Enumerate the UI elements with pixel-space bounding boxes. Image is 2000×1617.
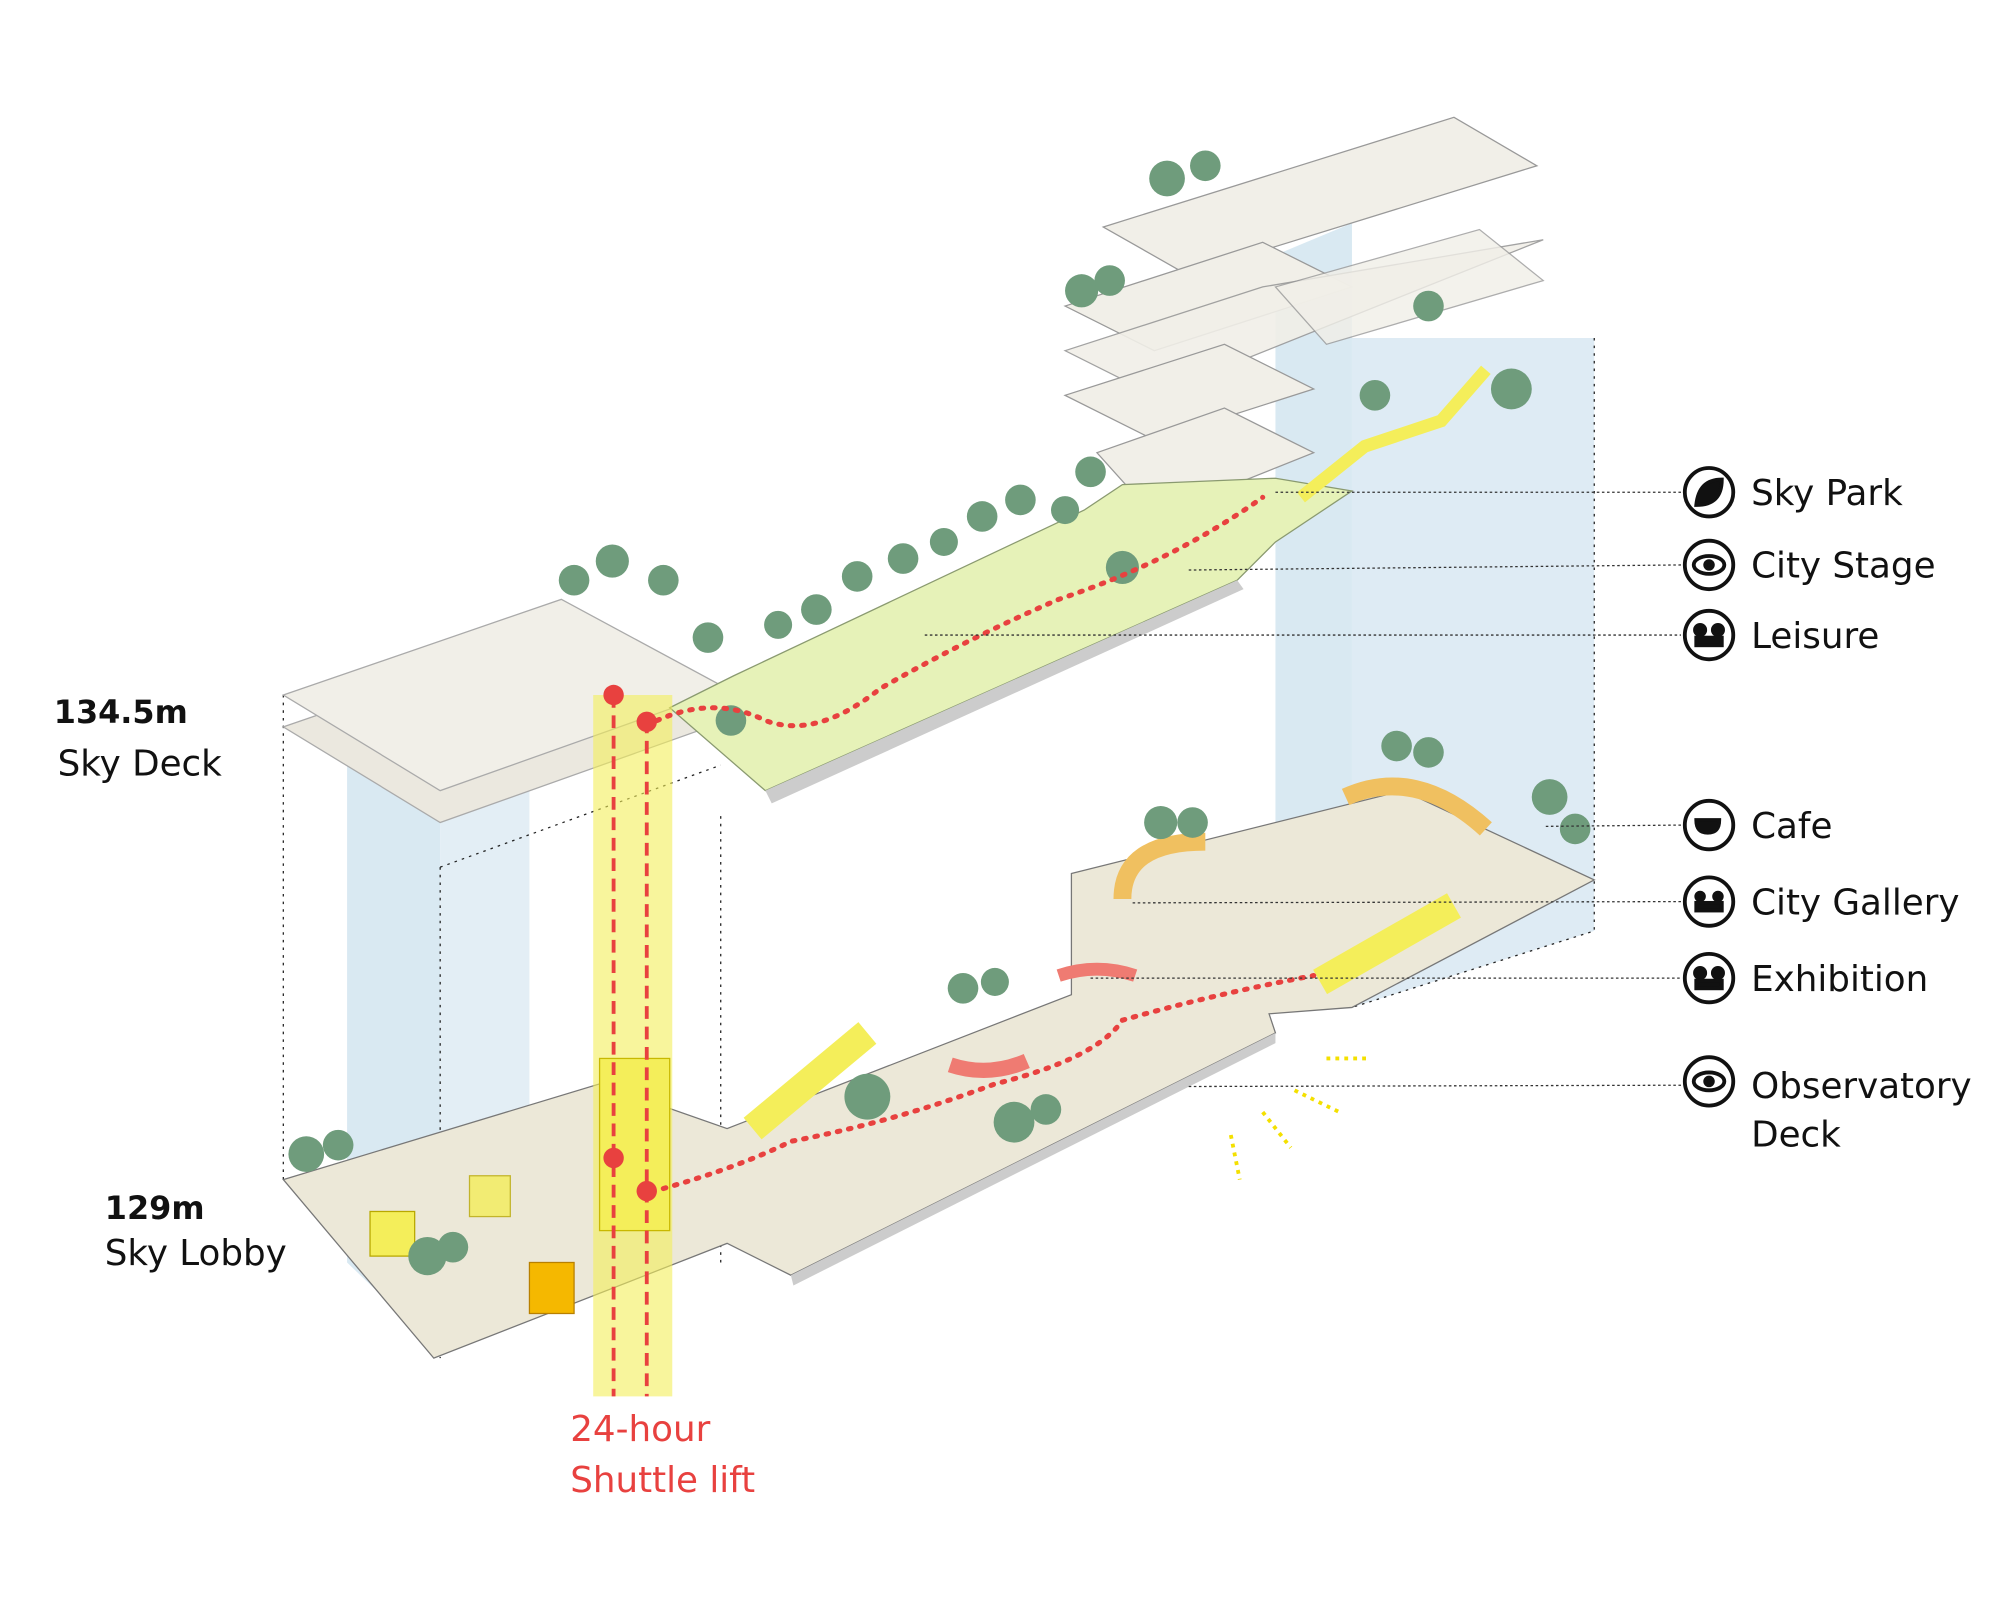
people-icon	[1682, 608, 1736, 662]
visitor-route	[654, 494, 1317, 1192]
sky-lobby-label: Sky Lobby	[105, 1233, 287, 1274]
sky-deck-label: Sky Deck	[58, 743, 223, 784]
legend-icons	[1682, 466, 1736, 1108]
gallery-people-icon	[1682, 875, 1736, 928]
shuttle-lift	[593, 684, 673, 1397]
legend-city-gallery: City Gallery	[1751, 882, 1959, 923]
eye-icon	[1682, 1055, 1736, 1108]
leaf-icon	[1682, 466, 1736, 519]
shuttle-lift-label-line2: Shuttle lift	[570, 1460, 755, 1501]
observatory-view-rays	[1228, 1056, 1372, 1180]
legend-sky-park: Sky Park	[1751, 473, 1903, 514]
leader-lines	[924, 491, 1681, 1088]
shuttle-lift-label-line1: 24-hour	[570, 1409, 710, 1450]
coffee-cup-icon	[1682, 798, 1736, 852]
eye-icon	[1682, 538, 1736, 592]
legend-cafe: Cafe	[1751, 806, 1832, 847]
legend-observatory: Observatory	[1751, 1066, 1972, 1107]
people-icon	[1682, 951, 1736, 1005]
legend-leisure: Leisure	[1751, 616, 1879, 657]
legend-city-stage: City Stage	[1751, 546, 1935, 587]
legend-exhibition: Exhibition	[1751, 959, 1928, 1000]
legend-observatory-deck: Deck	[1751, 1114, 1841, 1155]
sky-deck-height: 134.5m	[54, 693, 188, 731]
trees	[288, 150, 1591, 1276]
sky-lobby-height: 129m	[105, 1189, 205, 1227]
sky-park-bridge	[668, 365, 1491, 804]
